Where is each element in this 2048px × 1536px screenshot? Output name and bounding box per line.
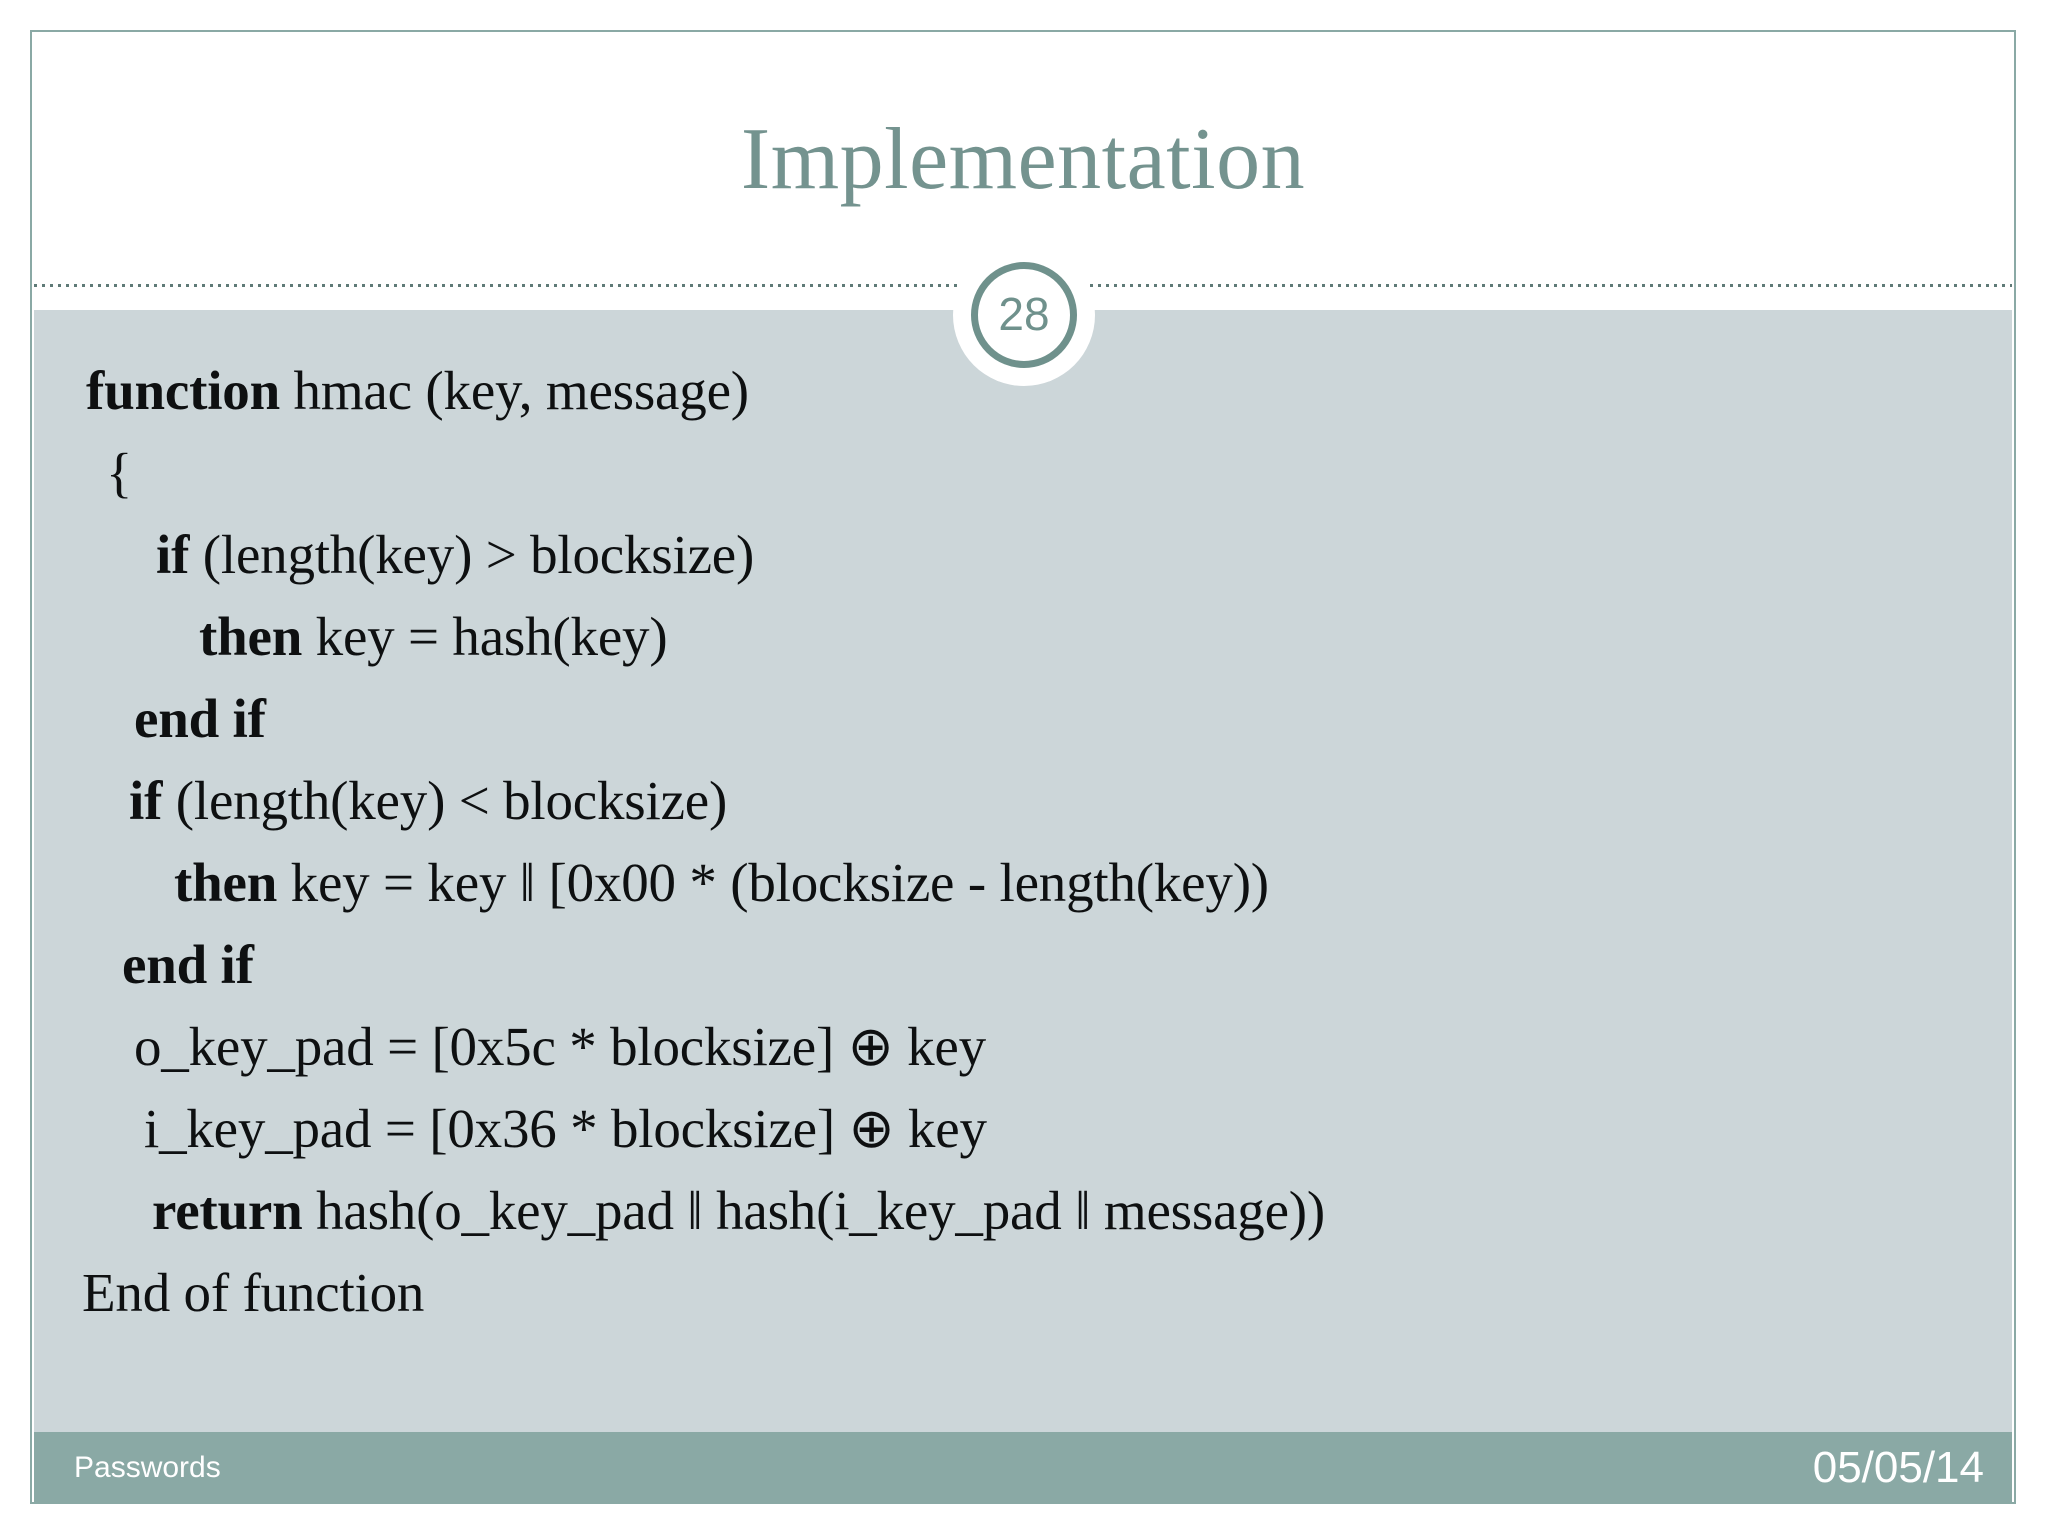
code-line: end if — [34, 678, 2012, 760]
footer-date: 05/05/14 — [1812, 1443, 1984, 1492]
code-text: key = key ‖ [0x00 * (blocksize - length(… — [277, 852, 1269, 913]
footer-deck-label: Passwords — [74, 1451, 221, 1484]
code-keyword: then — [174, 852, 278, 913]
code-line: function hmac (key, message) — [34, 350, 2012, 432]
title-area: Implementation — [32, 34, 2014, 286]
code-text: i_key_pad = [0x36 * blocksize] ⊕ key — [144, 1098, 987, 1159]
code-line: End of function — [34, 1252, 2012, 1334]
page-title: Implementation — [740, 110, 1306, 208]
code-block: function hmac (key, message) { if (length(… — [34, 310, 2012, 1432]
code-line: o_key_pad = [0x5c * blocksize] ⊕ key — [34, 1006, 2012, 1088]
body-panel — [34, 310, 2012, 1432]
code-line: i_key_pad = [0x36 * blocksize] ⊕ key — [34, 1088, 2012, 1170]
code-text: End of function — [82, 1262, 425, 1323]
code-line: if (length(key) < blocksize) — [34, 760, 2012, 842]
slide-number-badge[interactable]: 28 — [971, 262, 1077, 368]
footer-bar: Passwords 05/05/14 — [34, 1432, 2012, 1504]
code-keyword: function — [86, 360, 280, 421]
code-text: hash(o_key_pad ‖ hash(i_key_pad ‖ messag… — [302, 1180, 1326, 1241]
code-text: { — [106, 442, 133, 503]
slide-number-text: 28 — [998, 288, 1050, 340]
code-line: { — [34, 432, 2012, 514]
code-text: key = hash(key) — [302, 606, 668, 667]
code-text: hmac (key, message) — [280, 360, 750, 421]
code-text: o_key_pad = [0x5c * blocksize] ⊕ key — [134, 1016, 986, 1077]
code-keyword: return — [152, 1180, 303, 1241]
code-line: then key = hash(key) — [34, 596, 2012, 678]
code-line: end if — [34, 924, 2012, 1006]
code-keyword: then — [199, 606, 303, 667]
code-keyword: if — [129, 770, 163, 831]
code-text: (length(key) < blocksize) — [162, 770, 728, 831]
code-line: if (length(key) > blocksize) — [34, 514, 2012, 596]
code-keyword: end if — [122, 934, 254, 995]
code-text: (length(key) > blocksize) — [189, 524, 755, 585]
code-line: return hash(o_key_pad ‖ hash(i_key_pad ‖… — [34, 1170, 2012, 1252]
code-keyword: end if — [134, 688, 266, 749]
code-line: then key = key ‖ [0x00 * (blocksize - le… — [34, 842, 2012, 924]
code-keyword: if — [156, 524, 190, 585]
